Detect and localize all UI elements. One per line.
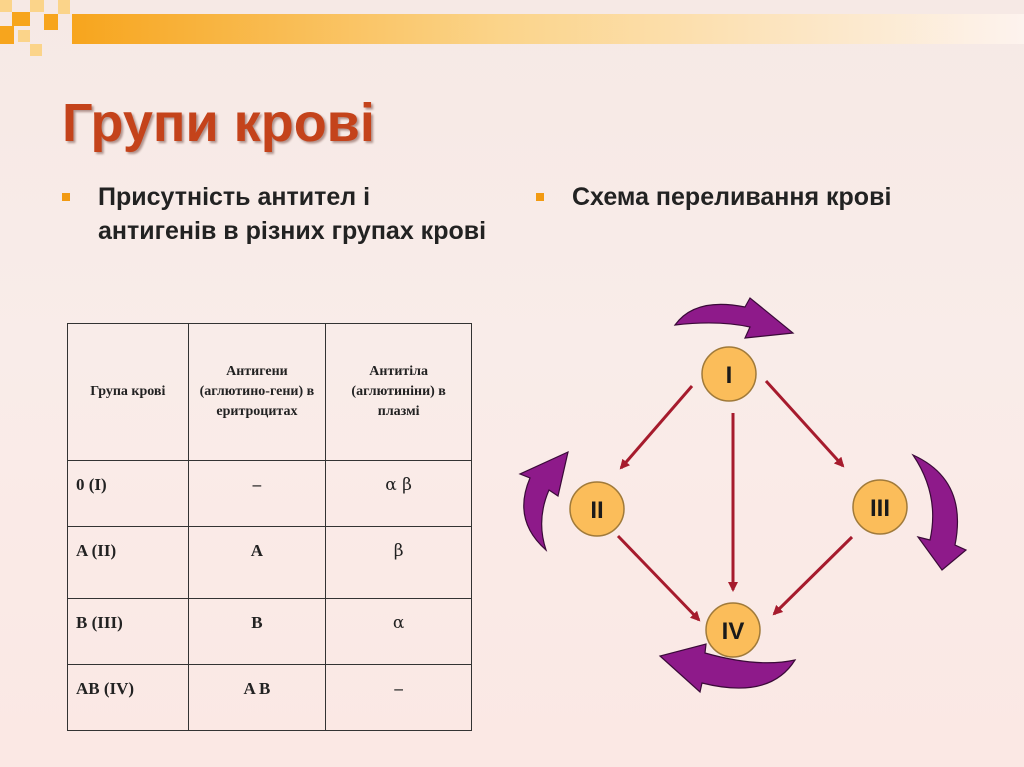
loop-arrow-i-icon	[673, 297, 795, 339]
table-header: Група крові	[67, 323, 189, 461]
bullet-transfusion: Схема переливання крові	[536, 180, 992, 214]
table-cell: α β	[325, 460, 472, 527]
table-cell: 0 (I)	[67, 460, 189, 527]
node-label: IV	[722, 618, 745, 645]
arrow-ii-to-iv	[616, 534, 701, 622]
loop-arrow-ii-icon	[518, 450, 569, 552]
table-header: Антигени (аглютино-гени) в еритроцитах	[187, 323, 327, 461]
loop-arrow-iii-icon	[911, 453, 968, 571]
transfusion-diagram: I II III IV	[518, 297, 968, 694]
node-label: II	[590, 497, 603, 524]
table-cell: –	[325, 664, 472, 731]
bullet-square-icon	[536, 193, 544, 201]
arrow-i-to-iii	[764, 379, 845, 468]
arrow-iii-to-iv	[772, 535, 854, 616]
slide-title: Групи крові	[62, 93, 375, 153]
table-cell: α	[325, 598, 472, 665]
node-label: I	[726, 362, 733, 389]
table-cell: –	[187, 460, 327, 527]
table-cell: A B	[187, 664, 327, 731]
table-row: 0 (I) – α β	[67, 460, 472, 527]
arrow-i-to-ii	[619, 385, 694, 470]
table-cell: A	[187, 526, 327, 599]
blood-group-table: Група крові Антигени (аглютино-гени) в е…	[67, 323, 472, 731]
node-i: I	[701, 346, 757, 402]
table-row: B (III) B α	[67, 598, 472, 665]
node-ii: II	[569, 481, 625, 537]
header-decoration	[0, 0, 1024, 56]
table-cell: A (II)	[67, 526, 189, 599]
bullet-text: Присутність антител і антигенів в різних…	[98, 183, 487, 245]
table-header-row: Група крові Антигени (аглютино-гени) в е…	[67, 323, 472, 461]
table-cell: AB (IV)	[67, 664, 189, 731]
node-label: III	[870, 495, 890, 522]
bullet-antibodies: Присутність антител і антигенів в різних…	[62, 180, 488, 248]
loop-arrow-iv-icon	[658, 643, 797, 694]
table-cell: B	[187, 598, 327, 665]
node-iii: III	[852, 479, 908, 535]
table-header: Антитіла (аглютиніни) в плазмі	[325, 323, 472, 461]
table-cell: B (III)	[67, 598, 189, 665]
table-row: A (II) A β	[67, 526, 472, 599]
table-cell: β	[325, 526, 472, 599]
node-iv: IV	[705, 602, 761, 658]
bullet-text: Схема переливання крові	[572, 183, 892, 211]
table-row: AB (IV) A B –	[67, 664, 472, 731]
bullet-square-icon	[62, 193, 70, 201]
